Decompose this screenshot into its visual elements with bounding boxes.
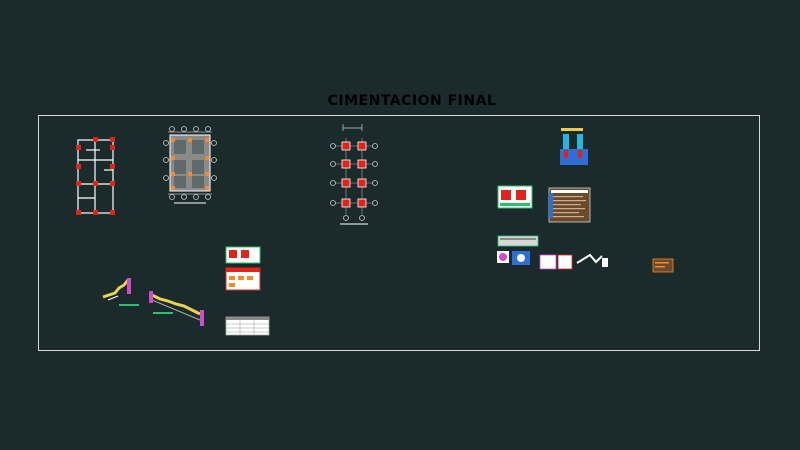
schedule-table-header xyxy=(226,268,260,272)
stair-1-base xyxy=(107,295,119,301)
column-left xyxy=(563,134,569,162)
schedule-table-cells xyxy=(229,276,253,287)
beam-grid xyxy=(77,139,114,214)
icon-a-dot xyxy=(499,253,507,261)
stair-1-caption xyxy=(119,304,139,306)
detail-sheet-b-mark-2 xyxy=(241,250,249,258)
axis-bubbles xyxy=(330,143,378,221)
foundation-plan-3[interactable] xyxy=(330,124,378,225)
detail-sheet-b-mark-1 xyxy=(229,250,237,258)
footing-pads xyxy=(174,140,204,188)
column-section-detail[interactable] xyxy=(560,128,588,165)
stair-2-post-right xyxy=(200,310,204,326)
icon-b-dot xyxy=(517,254,525,262)
detail-sheet-a-mark-2 xyxy=(516,190,526,200)
stair-2-post-left xyxy=(149,291,153,303)
detail-sheet-a-band xyxy=(500,203,530,206)
small-title-block xyxy=(652,258,674,273)
notes-sheet-header xyxy=(551,190,588,193)
footing-accents xyxy=(171,138,209,190)
axis-lines xyxy=(168,131,212,195)
quantities-table-rows xyxy=(226,320,269,335)
icon-d xyxy=(557,254,573,270)
stair-2-base xyxy=(151,299,201,321)
stair-section-1[interactable] xyxy=(102,278,139,306)
detail-sheet-a-mark-1 xyxy=(501,190,511,200)
icon-e xyxy=(576,253,603,264)
foundation-plan-2[interactable] xyxy=(163,126,217,204)
quantities-table-header xyxy=(226,317,269,320)
stair-section-2[interactable] xyxy=(149,291,204,326)
drawing-frame xyxy=(38,115,760,351)
icon-c xyxy=(539,254,557,270)
legend-strip-line xyxy=(500,238,536,240)
small-title-block-line-2 xyxy=(655,266,665,268)
stair-2-profile xyxy=(151,293,201,316)
column-right xyxy=(577,134,583,162)
stair-2-caption xyxy=(153,312,173,314)
detail-icons-row xyxy=(497,251,608,270)
drawing-title: CIMENTACION FINAL xyxy=(327,93,497,109)
isolated-footings xyxy=(341,141,367,208)
details-cluster-right[interactable] xyxy=(497,185,674,273)
foundation-plan-1[interactable] xyxy=(76,137,115,215)
axis-bubbles xyxy=(163,126,217,200)
top-dimension xyxy=(342,124,363,131)
column-markers xyxy=(76,137,115,215)
stair-1-post xyxy=(127,278,131,294)
legend-strip xyxy=(497,235,539,247)
notes-sheet-sidebar xyxy=(549,193,553,218)
icon-f xyxy=(602,258,608,267)
notes-sheet-lines xyxy=(553,196,586,218)
stair-1-profile xyxy=(102,279,130,299)
detail-caption xyxy=(561,128,583,131)
rebar-mark-left xyxy=(564,150,568,158)
rebar-mark-right xyxy=(578,150,582,158)
small-title-block-line-1 xyxy=(655,262,669,264)
details-cluster-left[interactable] xyxy=(225,246,270,336)
axis-lines xyxy=(334,138,374,214)
